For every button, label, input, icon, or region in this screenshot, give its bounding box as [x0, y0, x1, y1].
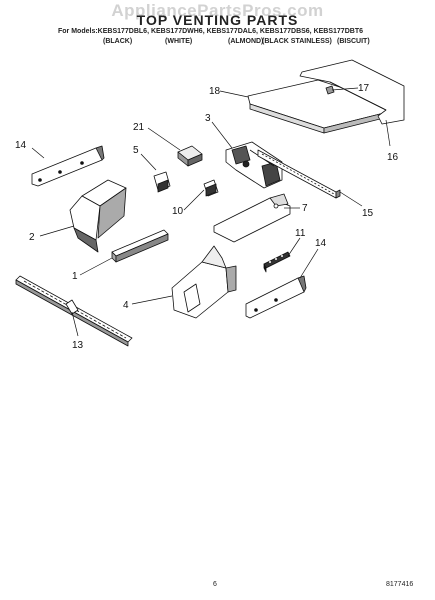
- color-label-black: (BLACK): [103, 38, 133, 45]
- callout-3: 3: [205, 113, 211, 124]
- part-21-block: [177, 145, 203, 167]
- part-14-bracket-lower: [245, 275, 307, 319]
- callout-5: 5: [133, 145, 139, 156]
- callout-14-upper: 14: [15, 140, 27, 151]
- callout-14-lower: 14: [315, 238, 327, 249]
- part-18-vent-panel: [247, 79, 393, 134]
- part-11-terminal-strip: [263, 251, 291, 273]
- part-16-top-cover: [299, 59, 405, 125]
- callout-1: 1: [72, 271, 78, 282]
- part-13-bottom-rail: [15, 275, 133, 347]
- diagram-title: TOP VENTING PARTS: [136, 12, 299, 28]
- callout-16: 16: [387, 152, 399, 163]
- part-4-bracket-housing: [171, 245, 237, 319]
- part-1-flat-bar: [111, 229, 169, 263]
- callout-21: 21: [133, 122, 145, 133]
- color-label-biscuit: (BISCUIT): [337, 38, 370, 45]
- color-label-white: (WHITE): [165, 38, 193, 45]
- callout-labels: 18 17 16 14 21 5 3 15 10 7 2 11 1 14 4 1…: [15, 83, 399, 351]
- document-number: 8177416: [386, 581, 414, 588]
- model-list: For Models:KEBS177DBL6, KEBS177DWH6, KEB…: [58, 28, 363, 35]
- callout-11: 11: [295, 228, 306, 239]
- part-15-rail: [257, 149, 341, 199]
- part-10-bracket: [203, 179, 219, 197]
- callout-13: 13: [72, 340, 84, 351]
- callout-7: 7: [302, 203, 308, 214]
- part-7-plate: [213, 193, 291, 243]
- callout-18: 18: [209, 86, 221, 97]
- color-label-black-stainless: (BLACK STAINLESS): [262, 38, 332, 45]
- watermark: AppliancePartsPros.com: [111, 1, 324, 20]
- part-5-bracket: [153, 171, 171, 193]
- part-2-vent-duct: [69, 179, 127, 253]
- part-14-bracket-upper: [31, 145, 105, 187]
- callout-10: 10: [172, 206, 184, 217]
- callout-15: 15: [362, 208, 374, 219]
- callout-4: 4: [123, 300, 129, 311]
- color-label-almond: (ALMOND): [228, 38, 264, 45]
- callout-17: 17: [358, 83, 370, 94]
- part-17-clip: [325, 85, 335, 95]
- callout-2: 2: [29, 232, 35, 243]
- part-3-blower-assembly: [225, 141, 283, 189]
- page-number: 6: [213, 581, 217, 588]
- leader-lines: [31, 87, 391, 337]
